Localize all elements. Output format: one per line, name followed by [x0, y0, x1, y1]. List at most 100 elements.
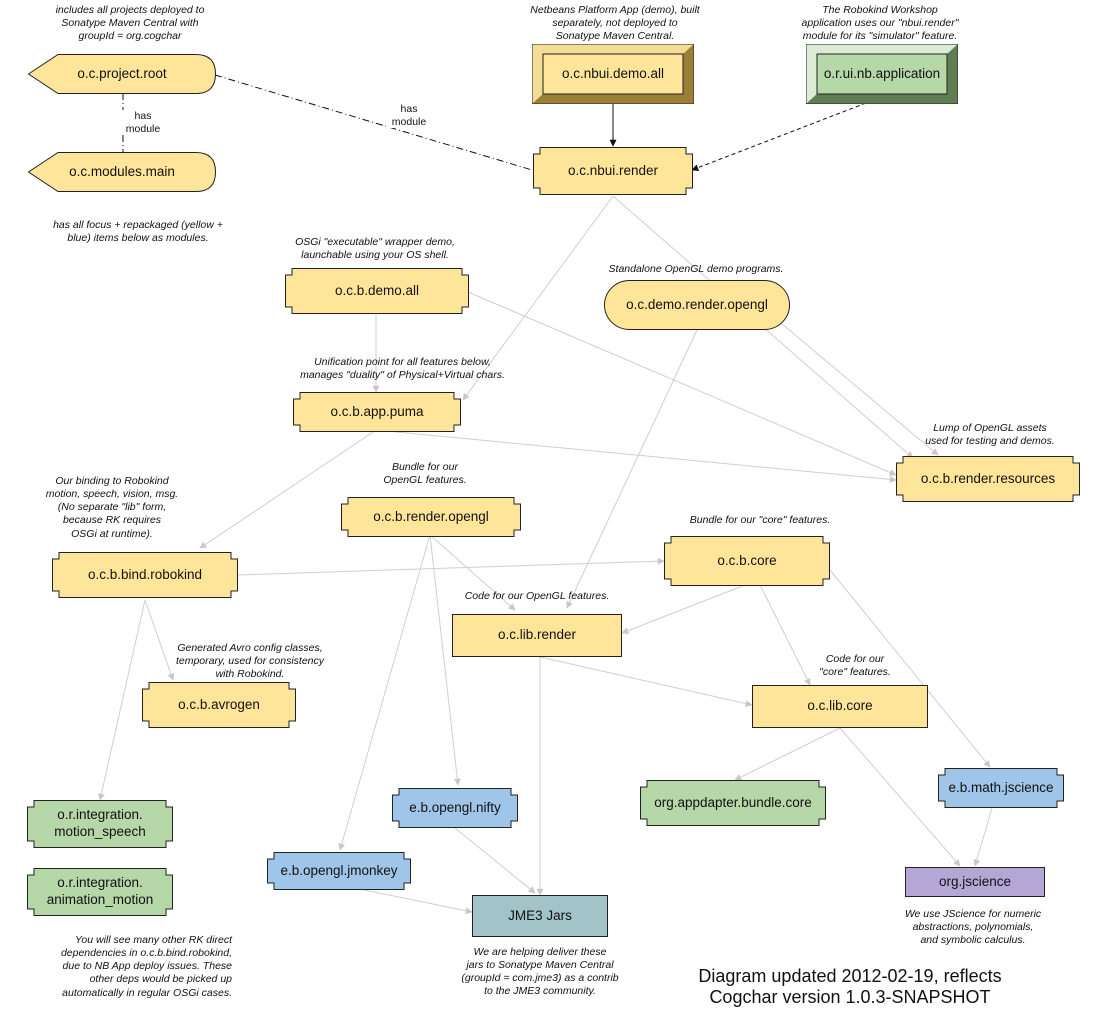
note-line: because RK requires: [62, 514, 162, 527]
note-line: due to NB App deploy issues. These: [62, 960, 232, 973]
bevel-shape: [532, 44, 694, 104]
note-line: to the JME3 community.: [484, 985, 596, 998]
note-line: used for testing and demos.: [925, 435, 1055, 448]
node-project-root[interactable]: o.c.project.root: [27, 54, 217, 94]
note-avro: Generated Avro config classes, temporary…: [150, 642, 350, 681]
notched-shape: [392, 788, 518, 828]
note-line: with Robokind.: [215, 668, 285, 681]
note-rk-deps: You will see many other RK direct depend…: [2, 934, 232, 1000]
notched-shape: [293, 392, 461, 432]
node-eb-opengl-jmonkey[interactable]: e.b.opengl.jmonkey: [267, 852, 411, 890]
notched-shape: [267, 852, 411, 890]
node-cb-core[interactable]: o.c.b.core: [664, 536, 830, 586]
note-line: includes all projects deployed to: [55, 4, 205, 16]
node-jme3-jars[interactable]: JME3 Jars: [472, 895, 608, 937]
node-label: o.c.nbui.demo.all: [561, 65, 665, 81]
node-label: o.r.ui.nb.application: [823, 65, 941, 81]
node-label: e.b.math.jscience: [948, 779, 1054, 795]
note-opengl-demos: Standalone OpenGL demo programs.: [596, 263, 796, 276]
node-eb-opengl-nifty[interactable]: e.b.opengl.nifty: [392, 788, 518, 828]
pill-shape: [604, 280, 790, 330]
footer-line: Cogchar version 1.0.3-SNAPSHOT: [709, 987, 991, 1008]
note-line: (groupId = com.jme3) as a contrib: [461, 972, 619, 985]
note-line: Lump of OpenGL assets: [933, 422, 1047, 434]
node-demo-render-opengl[interactable]: o.c.demo.render.opengl: [604, 280, 790, 330]
edge-libcore-orgjscience: [839, 727, 961, 867]
note-core-code: Code for our "core" features.: [800, 653, 910, 679]
pentagon-shape: [27, 152, 217, 192]
edge-label-line: has: [400, 103, 418, 115]
edge-renderopengl-librender: [429, 534, 516, 611]
footer-line: Diagram updated 2012-02-19, reflects: [698, 966, 1002, 986]
note-line: OSGi at runtime).: [71, 527, 153, 540]
node-lib-render[interactable]: o.c.lib.render: [452, 614, 622, 657]
node-cb-avrogen[interactable]: o.c.b.avrogen: [142, 682, 296, 728]
note-osgi-demo: OSGi "executable" wrapper demo, launchab…: [270, 236, 480, 262]
edge-apppuma-bindrobokind: [199, 429, 377, 549]
notched-shape: [341, 497, 521, 537]
edge-bindrobokind-core: [237, 557, 665, 576]
note-line: Code for our OpenGL features.: [464, 590, 610, 602]
node-cb-render-resources[interactable]: o.c.b.render.resources: [896, 456, 1080, 502]
notched-shape: [285, 268, 469, 314]
edge-apppuma-renderresources: [375, 429, 897, 483]
node-ui-nb-application[interactable]: o.r.ui.nb.application: [806, 44, 958, 104]
note-line: Code for our: [825, 653, 885, 665]
node-org-jscience[interactable]: org.jscience: [905, 867, 1045, 897]
note-line: We use JScience for numeric: [904, 908, 1042, 920]
node-integration-animation-motion[interactable]: o.r.integration. animation_motion: [27, 868, 173, 916]
note-line: groupId = org.cogchar: [78, 30, 182, 43]
edge-demoall-renderresources: [467, 291, 897, 476]
note-line: The Robokind Workshop: [822, 4, 938, 16]
node-label: o.c.b.avrogen: [178, 696, 260, 712]
node-org-appdapter-bundle-core[interactable]: org.appdapter.bundle.core: [640, 780, 826, 826]
note-line: jars to Sonatype Maven Central: [466, 959, 614, 972]
edge-bindrobokind-motionspeech: [97, 599, 146, 801]
edge-core-libcore: [759, 584, 811, 686]
node-cb-render-opengl[interactable]: o.c.b.render.opengl: [341, 497, 521, 537]
notched-shape: [640, 780, 826, 826]
note-line: Generated Avro config classes,: [177, 642, 323, 654]
node-label: e.b.opengl.jmonkey: [280, 862, 398, 878]
note-robokind-workshop: The Robokind Workshop application uses o…: [770, 4, 990, 43]
node-nbui-demo-all[interactable]: o.c.nbui.demo.all: [532, 44, 694, 104]
edge-nifty-jme3: [454, 827, 536, 894]
node-nbui-render[interactable]: o.c.nbui.render: [533, 147, 693, 195]
note-line: temporary, used for consistency: [175, 655, 325, 668]
node-label: o.c.b.render.opengl: [373, 508, 489, 524]
note-line: application uses our "nbui.render": [801, 17, 959, 30]
edge-label-line: module: [125, 122, 161, 135]
edge-workshop-nbuirender: [691, 102, 867, 172]
note-line: (No separate "lib" form,: [57, 501, 167, 514]
note-opengl-bundle: Bundle for our OpenGL features.: [365, 461, 485, 487]
note-project-root: includes all projects deployed to Sonaty…: [10, 4, 250, 43]
node-label: o.c.demo.render.opengl: [626, 296, 768, 312]
note-jscience: We use JScience for numeric abstractions…: [868, 908, 1078, 947]
note-line: Netbeans Platform App (demo), built: [530, 4, 700, 16]
edge-demoopengl-librender: [566, 329, 698, 609]
node-lib-core[interactable]: o.c.lib.core: [752, 685, 928, 728]
node-cb-bind-robokind[interactable]: o.c.b.bind.robokind: [52, 552, 238, 598]
edge-label-root-nbui: has module: [386, 103, 432, 129]
note-line: blue) items below as modules.: [67, 232, 209, 245]
node-modules-main[interactable]: o.c.modules.main: [27, 152, 217, 192]
edge-label-line: has: [134, 110, 152, 122]
note-line: Bundle for our: [392, 461, 458, 473]
note-core-bundle: Bundle for our "core" features.: [675, 514, 845, 527]
note-nbui-demo: Netbeans Platform App (demo), built sepa…: [490, 4, 740, 43]
node-integration-motion-speech[interactable]: o.r.integration. motion_speech: [27, 800, 173, 848]
note-line: Sonatype Maven Central.: [555, 30, 675, 43]
note-opengl-code: Code for our OpenGL features.: [452, 590, 622, 603]
node-label: org.appdapter.bundle.core: [654, 794, 812, 810]
note-line: separately, not deployed to: [552, 17, 678, 30]
note-jme3: We are helping deliver these jars to Son…: [440, 946, 640, 999]
node-cb-demo-all[interactable]: o.c.b.demo.all: [285, 268, 469, 314]
notched-shape: [27, 868, 173, 916]
node-eb-math-jscience[interactable]: e.b.math.jscience: [938, 768, 1064, 808]
node-cb-app-puma[interactable]: o.c.b.app.puma: [293, 392, 461, 432]
note-line: Bundle for our "core" features.: [689, 514, 831, 526]
note-line: abstractions, polynomials,: [912, 921, 1034, 934]
node-label-line: motion_speech: [54, 824, 146, 839]
